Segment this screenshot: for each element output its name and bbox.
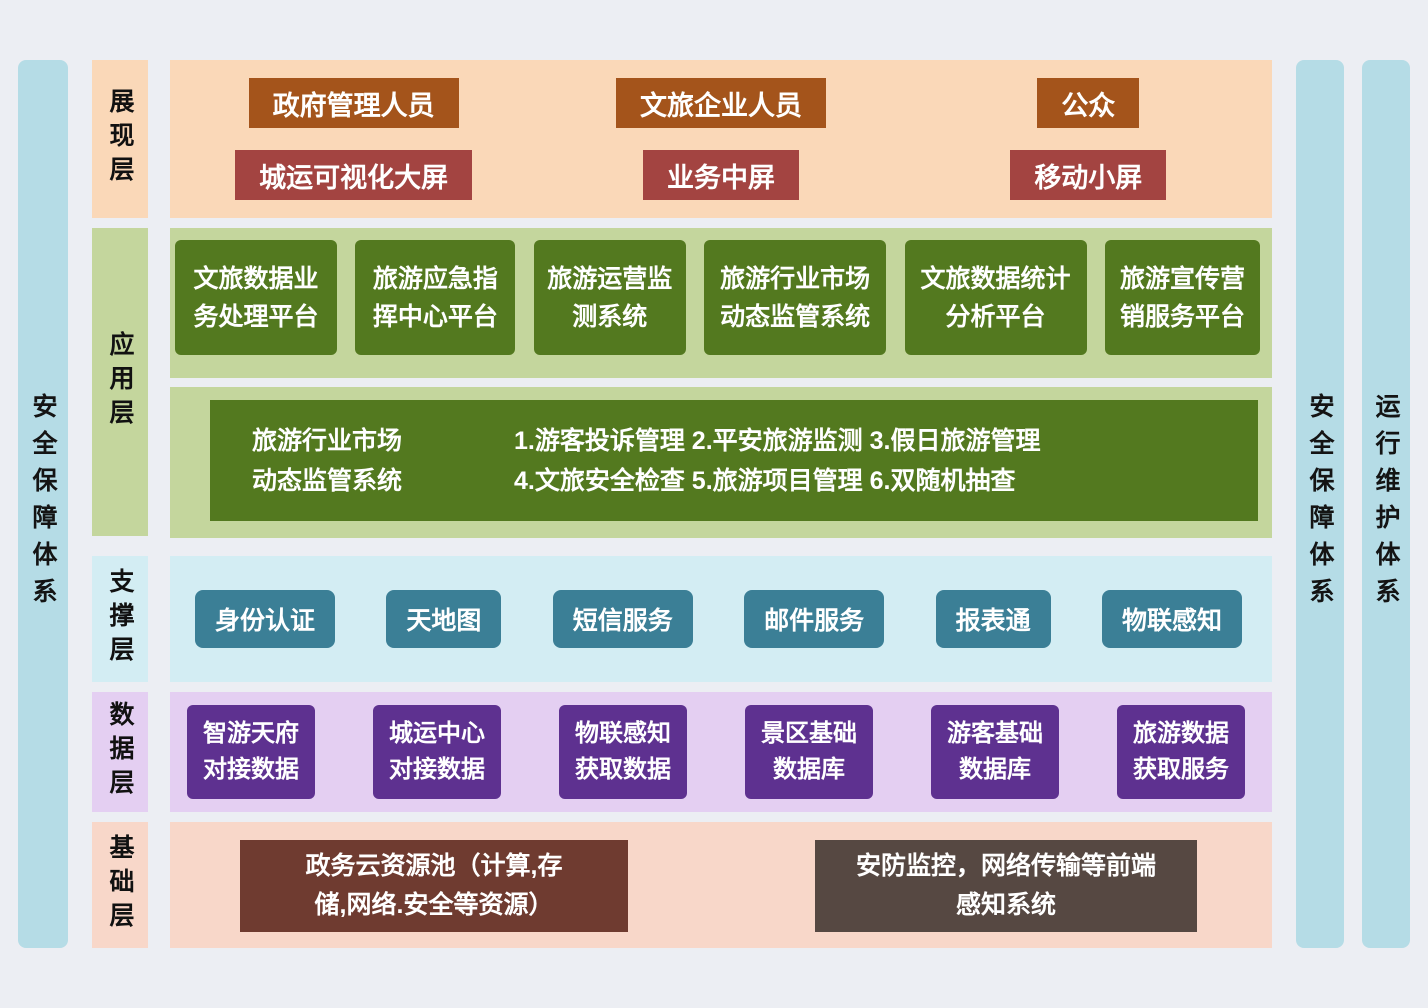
data-box-zhiyou: 智游天府 对接数据: [187, 705, 315, 799]
application-systems-panel: 文旅数据业 务处理平台 旅游应急指 挥中心平台 旅游运营监 测系统 旅游行业市场…: [170, 228, 1272, 378]
presentation-cell: 移动小屏: [905, 150, 1272, 200]
presentation-users-row: 政府管理人员 文旅企业人员 公众: [170, 78, 1272, 128]
layer-label-application: 应用层: [92, 228, 148, 536]
operations-maintenance-bar-label: 运行维护体系: [1372, 393, 1400, 615]
text-line: 销服务平台: [1119, 302, 1245, 331]
layer-label-data-text: 数据层: [106, 701, 134, 803]
text-line: 动态监管系统: [720, 302, 871, 331]
layer-label-support-text: 支撑层: [106, 568, 134, 670]
text-line: 获取数据: [575, 756, 671, 783]
text-line: 旅游行业市场: [720, 264, 871, 293]
text-line: 旅游应急指: [372, 264, 498, 293]
text-line: 智游天府: [203, 720, 299, 747]
infra-box-cloud: 政务云资源池（计算,存 储,网络.安全等资源）: [240, 840, 628, 932]
text-line: 测系统: [572, 302, 648, 331]
layer-label-support: 支撑层: [92, 556, 148, 682]
app-system-box-1: 文旅数据业 务处理平台: [175, 240, 337, 355]
presentation-cell: 城运可视化大屏: [170, 150, 537, 200]
layer-label-data: 数据层: [92, 692, 148, 812]
data-box-service: 旅游数据 获取服务: [1117, 705, 1245, 799]
text-line: 数据库: [773, 756, 845, 783]
security-assurance-bar-left: 安全保障体系: [18, 60, 68, 948]
data-layer-panel: 智游天府 对接数据 城运中心 对接数据 物联感知 获取数据 景区基础 数据库 游…: [170, 692, 1272, 812]
service-box-map: 天地图: [386, 590, 502, 648]
screen-box-large: 城运可视化大屏: [235, 150, 473, 200]
text-line: 务处理平台: [193, 302, 319, 331]
presentation-cell: 政府管理人员: [170, 78, 537, 128]
service-box-report: 报表通: [935, 590, 1051, 648]
service-box-email: 邮件服务: [744, 590, 885, 648]
text-line: 对接数据: [389, 756, 485, 783]
text-line: 景区基础: [761, 720, 857, 747]
text-line: 安防监控，网络传输等前端: [855, 852, 1156, 880]
app-system-box-4: 旅游行业市场 动态监管系统: [704, 240, 887, 355]
presentation-cell: 文旅企业人员: [537, 78, 904, 128]
text-line: 数据库: [959, 756, 1031, 783]
application-systems-row: 文旅数据业 务处理平台 旅游应急指 挥中心平台 旅游运营监 测系统 旅游行业市场…: [170, 228, 1272, 355]
data-box-scenic: 景区基础 数据库: [745, 705, 873, 799]
presentation-screens-row: 城运可视化大屏 业务中屏 移动小屏: [170, 150, 1272, 200]
text-line: 文旅数据统计: [920, 264, 1071, 293]
app-system-box-3: 旅游运营监 测系统: [533, 240, 686, 355]
text-line: 分析平台: [945, 302, 1046, 331]
app-system-box-2: 旅游应急指 挥中心平台: [355, 240, 516, 355]
infrastructure-layer-panel: 政务云资源池（计算,存 储,网络.安全等资源） 安防监控，网络传输等前端 感知系…: [170, 822, 1272, 948]
text-line: 挥中心平台: [372, 302, 498, 331]
support-services-row: 身份认证 天地图 短信服务 邮件服务 报表通 物联感知: [170, 556, 1272, 648]
app-detail-box: 旅游行业市场 动态监管系统 1.游客投诉管理 2.平安旅游监测 3.假日旅游管理…: [210, 400, 1258, 521]
user-box-enterprise: 文旅企业人员: [615, 78, 826, 128]
text-line: 文旅数据业: [193, 264, 319, 293]
presentation-cell: 公众: [905, 78, 1272, 128]
security-assurance-bar-right-label: 安全保障体系: [1306, 393, 1334, 615]
text-line: 旅游行业市场: [252, 426, 403, 455]
text-line: 游客基础: [947, 720, 1043, 747]
service-box-sms: 短信服务: [552, 590, 693, 648]
text-line: 旅游运营监: [547, 264, 673, 293]
text-line: 4.文旅安全检查 5.旅游项目管理 6.双随机抽查: [514, 466, 1016, 495]
security-assurance-bar-left-label: 安全保障体系: [29, 393, 57, 615]
text-line: 动态监管系统: [252, 466, 403, 495]
app-system-box-6: 旅游宣传营 销服务平台: [1104, 240, 1260, 355]
data-sources-row: 智游天府 对接数据 城运中心 对接数据 物联感知 获取数据 景区基础 数据库 游…: [170, 692, 1272, 799]
text-line: 感知系统: [955, 891, 1056, 919]
screen-box-mobile: 移动小屏: [1010, 150, 1167, 200]
layer-label-infrastructure: 基础层: [92, 822, 148, 948]
layer-label-application-text: 应用层: [106, 331, 134, 433]
data-box-chengyun: 城运中心 对接数据: [373, 705, 501, 799]
app-detail-title: 旅游行业市场 动态监管系统: [252, 421, 402, 501]
app-system-box-5: 文旅数据统计 分析平台: [904, 240, 1087, 355]
text-line: 物联感知: [575, 720, 671, 747]
application-detail-panel: 旅游行业市场 动态监管系统 1.游客投诉管理 2.平安旅游监测 3.假日旅游管理…: [170, 387, 1272, 538]
security-assurance-bar-right: 安全保障体系: [1296, 60, 1344, 948]
text-line: 政务云资源池（计算,存: [305, 852, 563, 880]
text-line: 储,网络.安全等资源）: [314, 891, 554, 919]
screen-box-medium: 业务中屏: [642, 150, 799, 200]
text-line: 旅游宣传营: [1119, 264, 1245, 293]
operations-maintenance-bar: 运行维护体系: [1362, 60, 1410, 948]
presentation-layer-panel: 政府管理人员 文旅企业人员 公众 城运可视化大屏 业务中屏 移动小屏: [170, 60, 1272, 218]
user-box-public: 公众: [1037, 78, 1140, 128]
support-layer-panel: 身份认证 天地图 短信服务 邮件服务 报表通 物联感知: [170, 556, 1272, 682]
text-line: 1.游客投诉管理 2.平安旅游监测 3.假日旅游管理: [514, 426, 1041, 455]
service-box-iot: 物联感知: [1101, 590, 1242, 648]
layer-label-infrastructure-text: 基础层: [106, 834, 134, 936]
presentation-cell: 业务中屏: [537, 150, 904, 200]
user-box-government: 政府管理人员: [248, 78, 459, 128]
data-box-iot: 物联感知 获取数据: [559, 705, 687, 799]
text-line: 获取服务: [1133, 756, 1229, 783]
text-line: 旅游数据: [1133, 720, 1229, 747]
infra-box-security: 安防监控，网络传输等前端 感知系统: [815, 840, 1197, 932]
text-line: 城运中心: [389, 720, 485, 747]
service-box-identity: 身份认证: [195, 590, 336, 648]
data-box-tourist: 游客基础 数据库: [931, 705, 1059, 799]
layer-label-presentation-text: 展现层: [106, 88, 134, 190]
text-line: 对接数据: [203, 756, 299, 783]
layer-label-presentation: 展现层: [92, 60, 148, 218]
app-detail-features: 1.游客投诉管理 2.平安旅游监测 3.假日旅游管理 4.文旅安全检查 5.旅游…: [514, 421, 1040, 501]
